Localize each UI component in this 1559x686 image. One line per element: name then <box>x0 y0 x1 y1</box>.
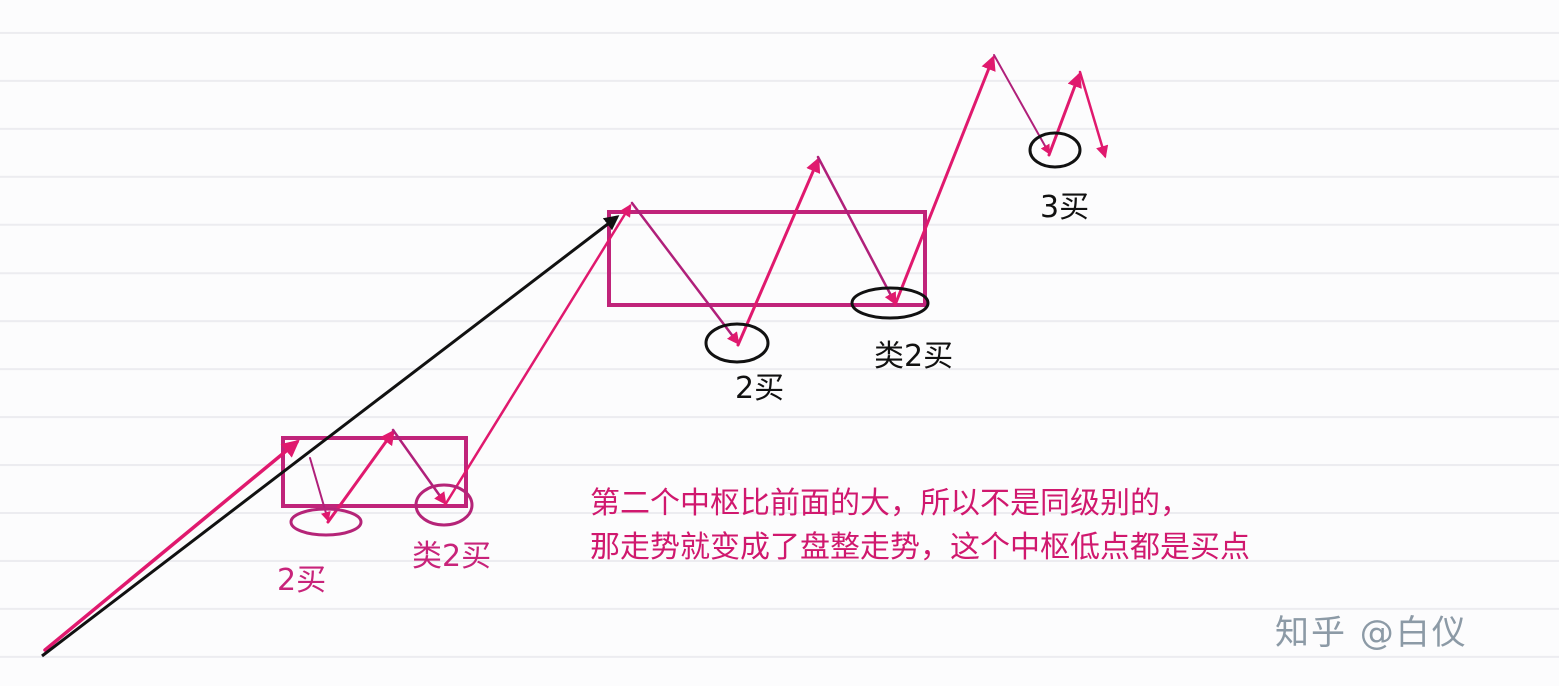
up-stroke-a <box>326 429 395 524</box>
up-stroke-c <box>736 157 821 347</box>
up-stroke-initial <box>43 439 300 652</box>
watermark: 知乎 @白仪 <box>1275 613 1468 653</box>
circle-3buy <box>1028 131 1082 169</box>
breakout-up-1 <box>443 203 632 507</box>
label-like2buy-second: 类2买 <box>874 339 954 374</box>
label-2buy-first: 2买 <box>277 563 327 598</box>
down-stroke-e <box>1078 70 1109 159</box>
circle-2buy-1 <box>289 507 363 537</box>
down-stroke-c <box>630 201 740 345</box>
down-stroke-d <box>816 155 897 306</box>
pullback-stroke <box>993 54 1050 155</box>
circle-like2buy-1 <box>414 483 474 527</box>
label-like2buy-first: 类2买 <box>412 539 492 574</box>
annotation-note: 第二个中枢比前面的大，所以不是同级别的， 那走势就变成了盘整走势，这个中枢低点都… <box>590 482 1250 570</box>
up-stroke-e <box>1047 72 1082 157</box>
label-2buy-second: 2买 <box>735 371 785 406</box>
price-strokes <box>43 54 1109 652</box>
annotation-line-2: 那走势就变成了盘整走势，这个中枢低点都是买点 <box>590 530 1250 565</box>
trend-arrow <box>41 215 620 658</box>
second-zhongshu-box <box>607 210 927 307</box>
label-3buy: 3买 <box>1040 190 1090 225</box>
down-stroke-b <box>391 428 447 506</box>
circle-like2buy-2 <box>850 286 930 320</box>
breakout-up-2 <box>893 55 996 307</box>
annotation-line-1: 第二个中枢比前面的大，所以不是同级别的， <box>590 486 1190 521</box>
circle-2buy-2 <box>704 322 770 364</box>
